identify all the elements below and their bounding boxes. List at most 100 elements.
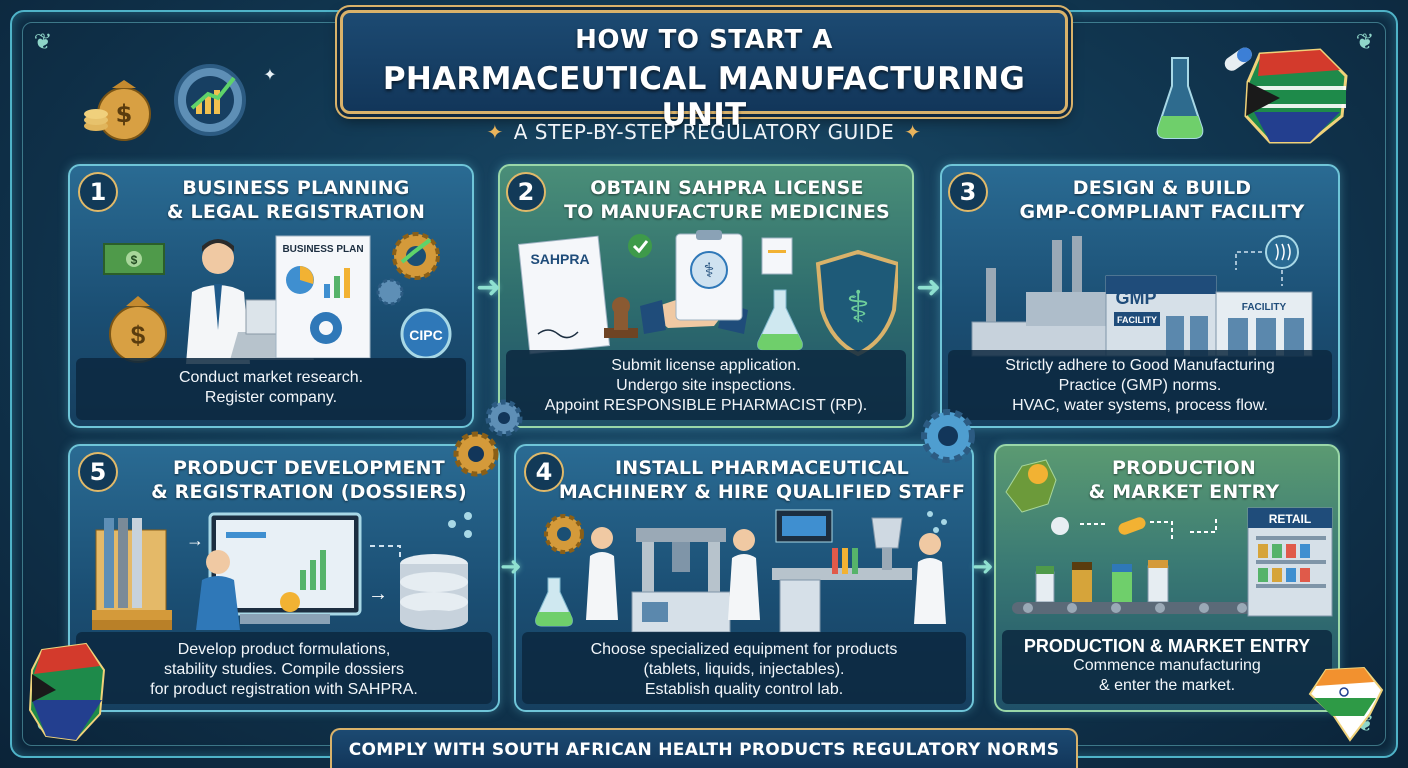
- money-bag-icon: $: [109, 296, 167, 363]
- subtitle-text: A STEP-BY-STEP REGULATORY GUIDE: [513, 120, 895, 144]
- molecule-icon: [927, 511, 947, 533]
- step-description: PRODUCTION & MARKET ENTRY Commence manuf…: [1002, 630, 1332, 704]
- description-line: Appoint RESPONSIBLE PHARMACIST (RP).: [544, 397, 868, 414]
- gear-icon: [376, 278, 404, 306]
- svg-text:⚕: ⚕: [704, 260, 715, 282]
- businessman-icon: [186, 239, 250, 364]
- machinery-illustration: [535, 509, 947, 633]
- conveyor-belt: [1012, 602, 1252, 614]
- description-line: Develop product formulations,: [177, 641, 391, 658]
- checkmark-shield-icon: [628, 234, 652, 258]
- step-4-panel: 4 INSTALL PHARMACEUTICAL MACHINERY & HIR…: [514, 444, 974, 712]
- description-line: HVAC, water systems, process flow.: [1012, 397, 1268, 414]
- sparkle-icon: ✦: [486, 120, 504, 144]
- hvac-sensor-icon: [1265, 235, 1299, 269]
- description-line: Register company.: [204, 389, 338, 406]
- heading-line: & MARKET ENTRY: [1088, 481, 1280, 503]
- title-line-1: HOW TO START A: [575, 25, 833, 55]
- heading-line: MACHINERY & HIRE QUALIFIED STAFF: [558, 481, 966, 503]
- svg-text:CIPC: CIPC: [409, 327, 442, 343]
- south-africa-map-icon: [28, 642, 106, 742]
- heading-line: DESIGN & BUILD: [1072, 177, 1252, 199]
- heading-line: & LEGAL REGISTRATION: [166, 201, 426, 223]
- arrow-right-icon: ➜: [916, 270, 942, 305]
- south-africa-map-icon: [1244, 48, 1348, 144]
- money-bag-icon: $: [97, 80, 151, 141]
- production-illustration: RETAIL: [1005, 459, 1333, 617]
- description-line: Conduct market research.: [178, 369, 364, 386]
- dashed-arrow: [370, 545, 401, 558]
- step-number: 1: [78, 172, 118, 212]
- step-heading: DESIGN & BUILD GMP-COMPLIANT FACILITY: [992, 176, 1332, 224]
- lab-equipment: [772, 517, 912, 633]
- gear-chart-icon: [174, 64, 246, 136]
- svg-text:FACILITY: FACILITY: [1242, 302, 1287, 313]
- title-banner: HOW TO START A PHARMACEUTICAL MANUFACTUR…: [340, 10, 1068, 133]
- business-plan-illustration: $ $ BUSINESS PLAN: [103, 232, 452, 364]
- svg-text:SAHPRA: SAHPRA: [530, 251, 589, 267]
- heading-line: INSTALL PHARMACEUTICAL: [615, 457, 909, 479]
- svg-text:⚕: ⚕: [846, 283, 870, 332]
- business-plan-document: BUSINESS PLAN: [275, 235, 371, 359]
- svg-text:$: $: [131, 253, 138, 267]
- heading-line: PRODUCT DEVELOPMENT: [173, 457, 445, 479]
- facility-building-2: FACILITY: [1215, 291, 1313, 357]
- capsule-icon: [1224, 47, 1252, 71]
- subtitle: ✦A STEP-BY-STEP REGULATORY GUIDE✦: [440, 116, 968, 148]
- arrow-right-icon: →: [186, 530, 204, 550]
- svg-text:GMP: GMP: [1115, 288, 1156, 308]
- heading-line: OBTAIN SAHPRA LICENSE: [590, 177, 864, 199]
- step-description: Strictly adhere to Good Manufacturing Pr…: [948, 350, 1332, 420]
- step-heading: INSTALL PHARMACEUTICAL MACHINERY & HIRE …: [556, 456, 968, 504]
- scientist-icon: [586, 527, 618, 620]
- sahpra-document: SAHPRA: [518, 235, 611, 355]
- description-line: Practice (GMP) norms.: [1058, 377, 1222, 394]
- clipboard-icon: ⚕: [675, 230, 743, 321]
- molecule-icon: [448, 512, 472, 538]
- gear-icon: [544, 514, 584, 554]
- description-line: Choose specialized equipment for product…: [590, 641, 898, 658]
- svg-text:FACILITY: FACILITY: [1117, 315, 1157, 325]
- retail-shelf: RETAIL: [1247, 507, 1333, 617]
- description-line: Undergo site inspections.: [616, 377, 796, 394]
- step-heading: PRODUCT DEVELOPMENT & REGISTRATION (DOSS…: [126, 456, 492, 504]
- scientist-icon: [914, 533, 946, 624]
- step-2-panel: 2 OBTAIN SAHPRA LICENSE TO MANUFACTURE M…: [498, 164, 914, 428]
- arrow-right-icon: ➜: [476, 270, 502, 305]
- step-heading: PRODUCTION & MARKET ENTRY: [1036, 456, 1332, 504]
- step-number: 5: [78, 452, 118, 492]
- description-line: for product registration with SAHPRA.: [150, 681, 418, 698]
- step-number: 4: [524, 452, 564, 492]
- heading-line: GMP-COMPLIANT FACILITY: [1019, 201, 1305, 223]
- svg-text:$: $: [116, 100, 133, 128]
- dossier-illustration: → →: [92, 512, 472, 630]
- globe-map-icon: [1005, 459, 1057, 513]
- stamp-icon: [604, 297, 638, 338]
- description-line: & enter the market.: [1098, 677, 1236, 694]
- flask-icon: [1156, 57, 1204, 139]
- documents-icon: [761, 237, 793, 275]
- step-6-panel: PRODUCTION & MARKET ENTRY: [994, 444, 1340, 712]
- step-description: Develop product formulations, stability …: [76, 632, 492, 704]
- description-line: Submit license application.: [611, 357, 801, 374]
- corner-ornament-icon: ❦: [33, 30, 53, 55]
- footer-banner: COMPLY WITH SOUTH AFRICAN HEALTH PRODUCT…: [330, 728, 1078, 768]
- step-number: 3: [948, 172, 988, 212]
- step-number: 2: [506, 172, 546, 212]
- heading-line: BUSINESS PLANNING: [182, 177, 410, 199]
- step-description: Choose specialized equipment for product…: [522, 632, 966, 704]
- step-1-panel: 1 BUSINESS PLANNING & LEGAL REGISTRATION…: [68, 164, 474, 428]
- license-illustration: SAHPRA ⚕: [518, 230, 898, 357]
- scientist-icon: [728, 529, 760, 620]
- step-heading: BUSINESS PLANNING & LEGAL REGISTRATION: [126, 176, 466, 224]
- svg-text:BUSINESS PLAN: BUSINESS PLAN: [282, 244, 363, 255]
- arrow-right-icon: ➜: [500, 552, 522, 582]
- dashed-arrow: [1080, 518, 1217, 540]
- step-description: Submit license application. Undergo site…: [506, 350, 906, 420]
- monitor-icon: [775, 509, 833, 543]
- svg-text:RETAIL: RETAIL: [1269, 512, 1311, 526]
- heading-line: & REGISTRATION (DOSSIERS): [151, 481, 467, 503]
- step-heading: OBTAIN SAHPRA LICENSE TO MANUFACTURE MED…: [546, 176, 908, 224]
- india-map-icon: [1308, 666, 1384, 742]
- tablet-press-machine: [631, 528, 731, 633]
